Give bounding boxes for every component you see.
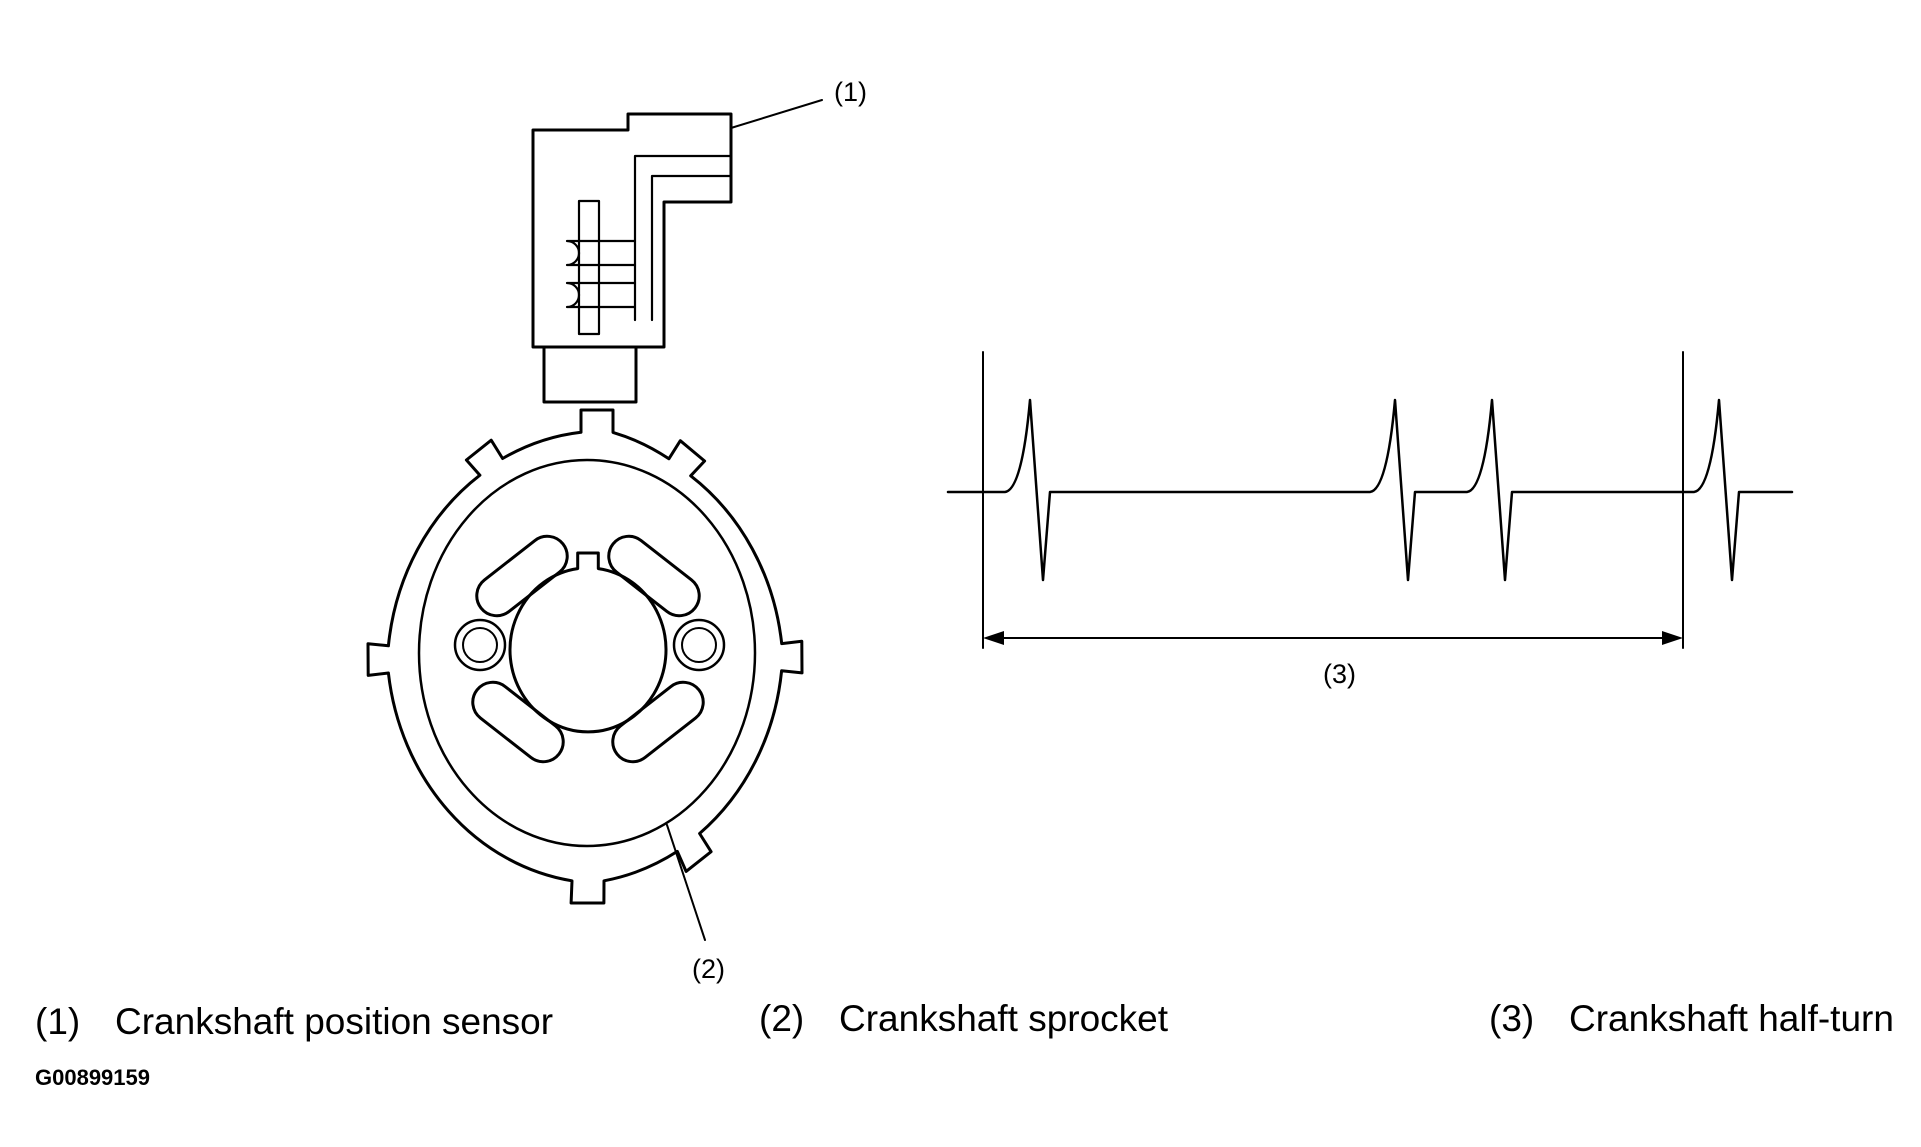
legend-1-number: (1) [35,1001,80,1042]
callout-2-label: (2) [692,954,725,984]
callout-3-label: (3) [1323,659,1356,689]
sensor-waveform [946,351,1794,649]
legend-2-number: (2) [759,998,804,1039]
callout-2-leader [666,824,706,941]
legend-3-text: Crankshaft half-turn [1569,998,1894,1039]
callout-1-label: (1) [834,77,867,107]
figure-id: G00899159 [35,1065,150,1090]
legend: (1) Crankshaft position sensor (2) Crank… [35,998,1894,1042]
half-turn-dimension-arrow [983,631,1683,645]
crankshaft-position-sensor [531,112,733,404]
legend-1-text: Crankshaft position sensor [115,1001,553,1042]
crankshaft-sprocket [366,408,804,905]
legend-2-text: Crankshaft sprocket [839,998,1169,1039]
legend-3-number: (3) [1489,998,1534,1039]
callout-1-leader [730,99,823,129]
